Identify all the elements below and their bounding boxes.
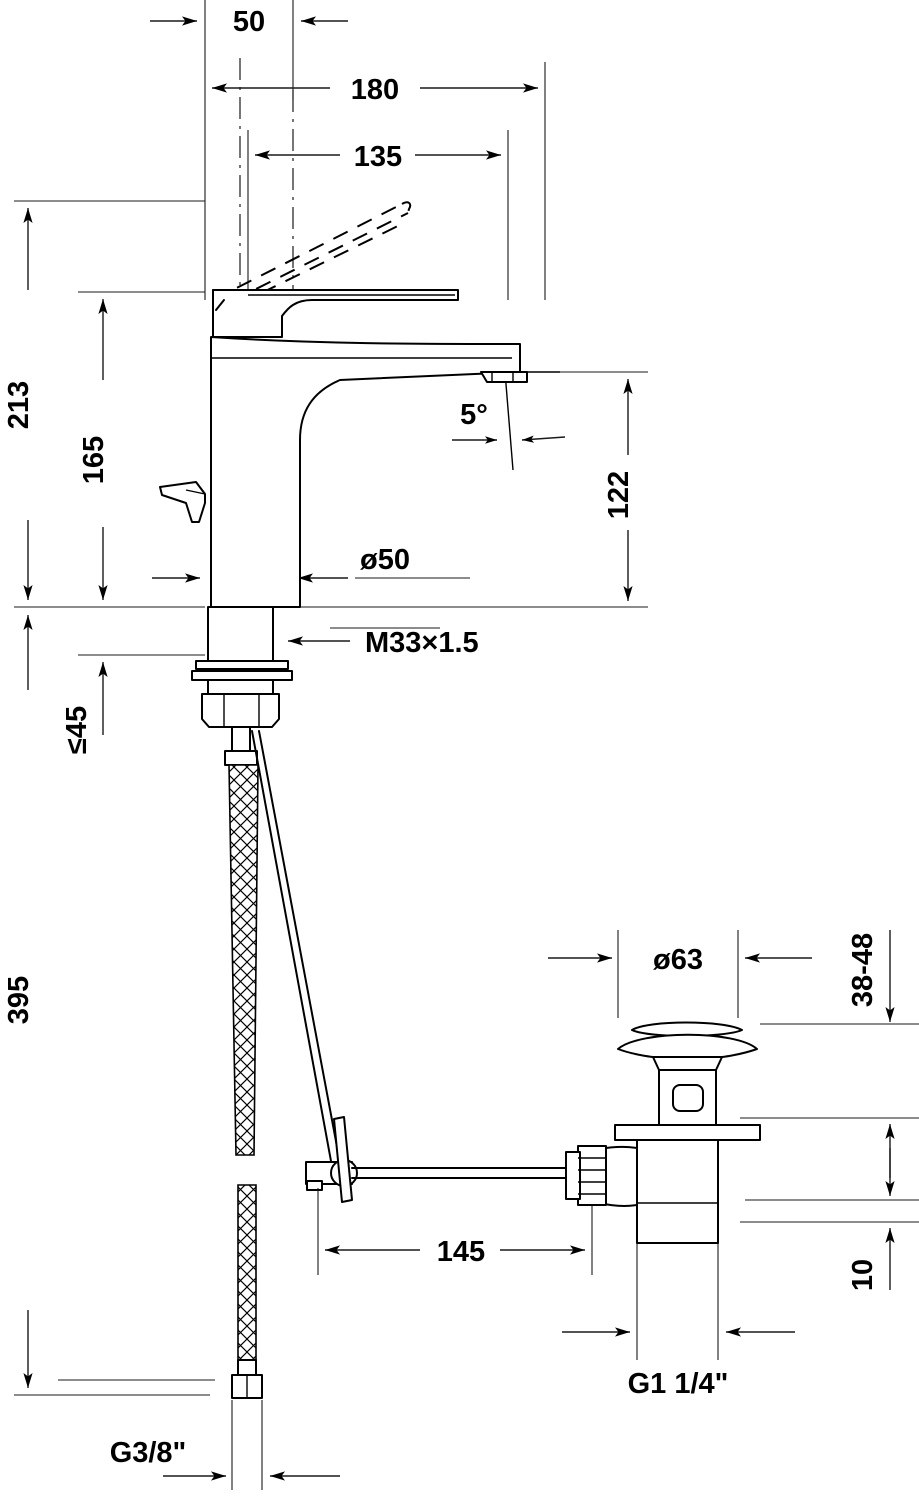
dimension-50: 50 bbox=[150, 6, 348, 38]
dimension-10: 10 bbox=[740, 1221, 919, 1291]
faucet-body bbox=[210, 336, 560, 608]
dim-label-135: 135 bbox=[354, 141, 402, 173]
dimension-45-max: ≤45 bbox=[61, 662, 108, 754]
dimension-g1-1-4: G1 1/4" bbox=[562, 1240, 795, 1400]
dim-label-50: 50 bbox=[233, 6, 265, 38]
supply-hose-end-nut bbox=[231, 1359, 263, 1399]
dimension-drain-middle bbox=[740, 1117, 919, 1201]
supply-hose-lower bbox=[237, 1184, 257, 1361]
dimension-180: 180 bbox=[212, 74, 538, 106]
dimension-165: 165 bbox=[78, 299, 110, 600]
dimension-thread-m33: M33×1.5 bbox=[288, 627, 479, 659]
dimension-dia63: ø63 bbox=[548, 930, 812, 1018]
dim-label-m33: M33×1.5 bbox=[365, 627, 479, 659]
dim-label-145: 145 bbox=[437, 1236, 485, 1268]
dim-label-dia50: ø50 bbox=[360, 544, 410, 576]
lever-handle bbox=[212, 289, 459, 338]
dim-label-45: ≤45 bbox=[61, 706, 93, 754]
dim-label-165: 165 bbox=[78, 436, 110, 484]
pop-up-lift-lever bbox=[159, 481, 206, 523]
dimension-213: 213 bbox=[3, 208, 35, 600]
dimension-395: 395 bbox=[3, 615, 35, 1388]
dim-label-395: 395 bbox=[3, 976, 35, 1024]
threaded-shank bbox=[191, 606, 293, 766]
dimension-135: 135 bbox=[255, 141, 501, 173]
dim-label-dia63: ø63 bbox=[653, 944, 703, 976]
dim-label-180: 180 bbox=[351, 74, 399, 106]
dimension-dia50: ø50 bbox=[152, 544, 410, 583]
dim-label-g1-1-4: G1 1/4" bbox=[628, 1368, 729, 1400]
drain-assembly bbox=[565, 1021, 761, 1244]
dimension-38-48: 38-48 bbox=[760, 930, 919, 1025]
dimension-g3-8: G3/8" bbox=[58, 1379, 340, 1490]
dim-label-122: 122 bbox=[603, 471, 635, 519]
dim-label-213: 213 bbox=[3, 381, 35, 429]
dimension-122: 122 bbox=[603, 379, 635, 601]
pop-up-connecting-rod bbox=[251, 730, 342, 1173]
supply-hose-upper bbox=[228, 764, 259, 1156]
dimension-angle-5deg: 5° bbox=[452, 371, 566, 471]
dim-label-38-48: 38-48 bbox=[847, 933, 879, 1007]
dim-label-g3-8: G3/8" bbox=[110, 1437, 187, 1469]
pop-up-clevis bbox=[305, 1116, 358, 1203]
pop-up-horizontal-rod bbox=[351, 1167, 601, 1179]
dim-label-5deg: 5° bbox=[460, 399, 488, 431]
dim-label-10: 10 bbox=[847, 1259, 879, 1291]
dimension-145: 145 bbox=[317, 1188, 593, 1275]
